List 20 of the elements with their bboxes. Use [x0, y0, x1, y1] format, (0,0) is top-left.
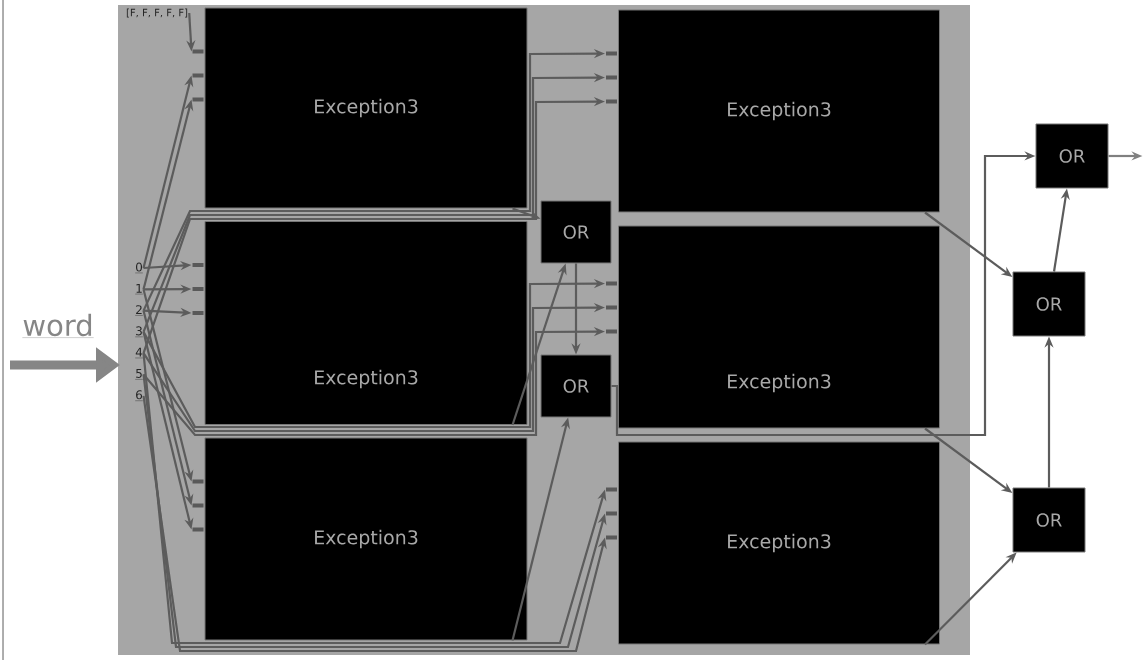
exception-box: Exception3 — [204, 437, 528, 641]
or-gate-box: OR — [540, 200, 612, 264]
index-label: 5 — [135, 369, 144, 380]
exception-box: Exception3 — [204, 221, 528, 425]
index-label: 3 — [135, 326, 144, 338]
or-gate-box: OR — [1035, 123, 1109, 189]
input-label: [F, F, F, F, F] — [126, 8, 188, 18]
index-label: 2 — [135, 305, 144, 316]
exception-box: Exception3 — [618, 225, 940, 429]
input-label: word — [22, 313, 94, 338]
or-gate-box: OR — [1012, 271, 1086, 337]
or-gate-box: OR — [1012, 487, 1086, 553]
or-gate-box: OR — [540, 354, 612, 418]
index-label: 4 — [135, 347, 144, 359]
index-label: 1 — [135, 283, 144, 295]
exception-box: Exception3 — [204, 7, 528, 209]
exception-box: Exception3 — [618, 9, 940, 213]
index-label: 0 — [135, 262, 144, 274]
index-label: 6 — [135, 390, 144, 401]
exception-box: Exception3 — [618, 441, 940, 645]
